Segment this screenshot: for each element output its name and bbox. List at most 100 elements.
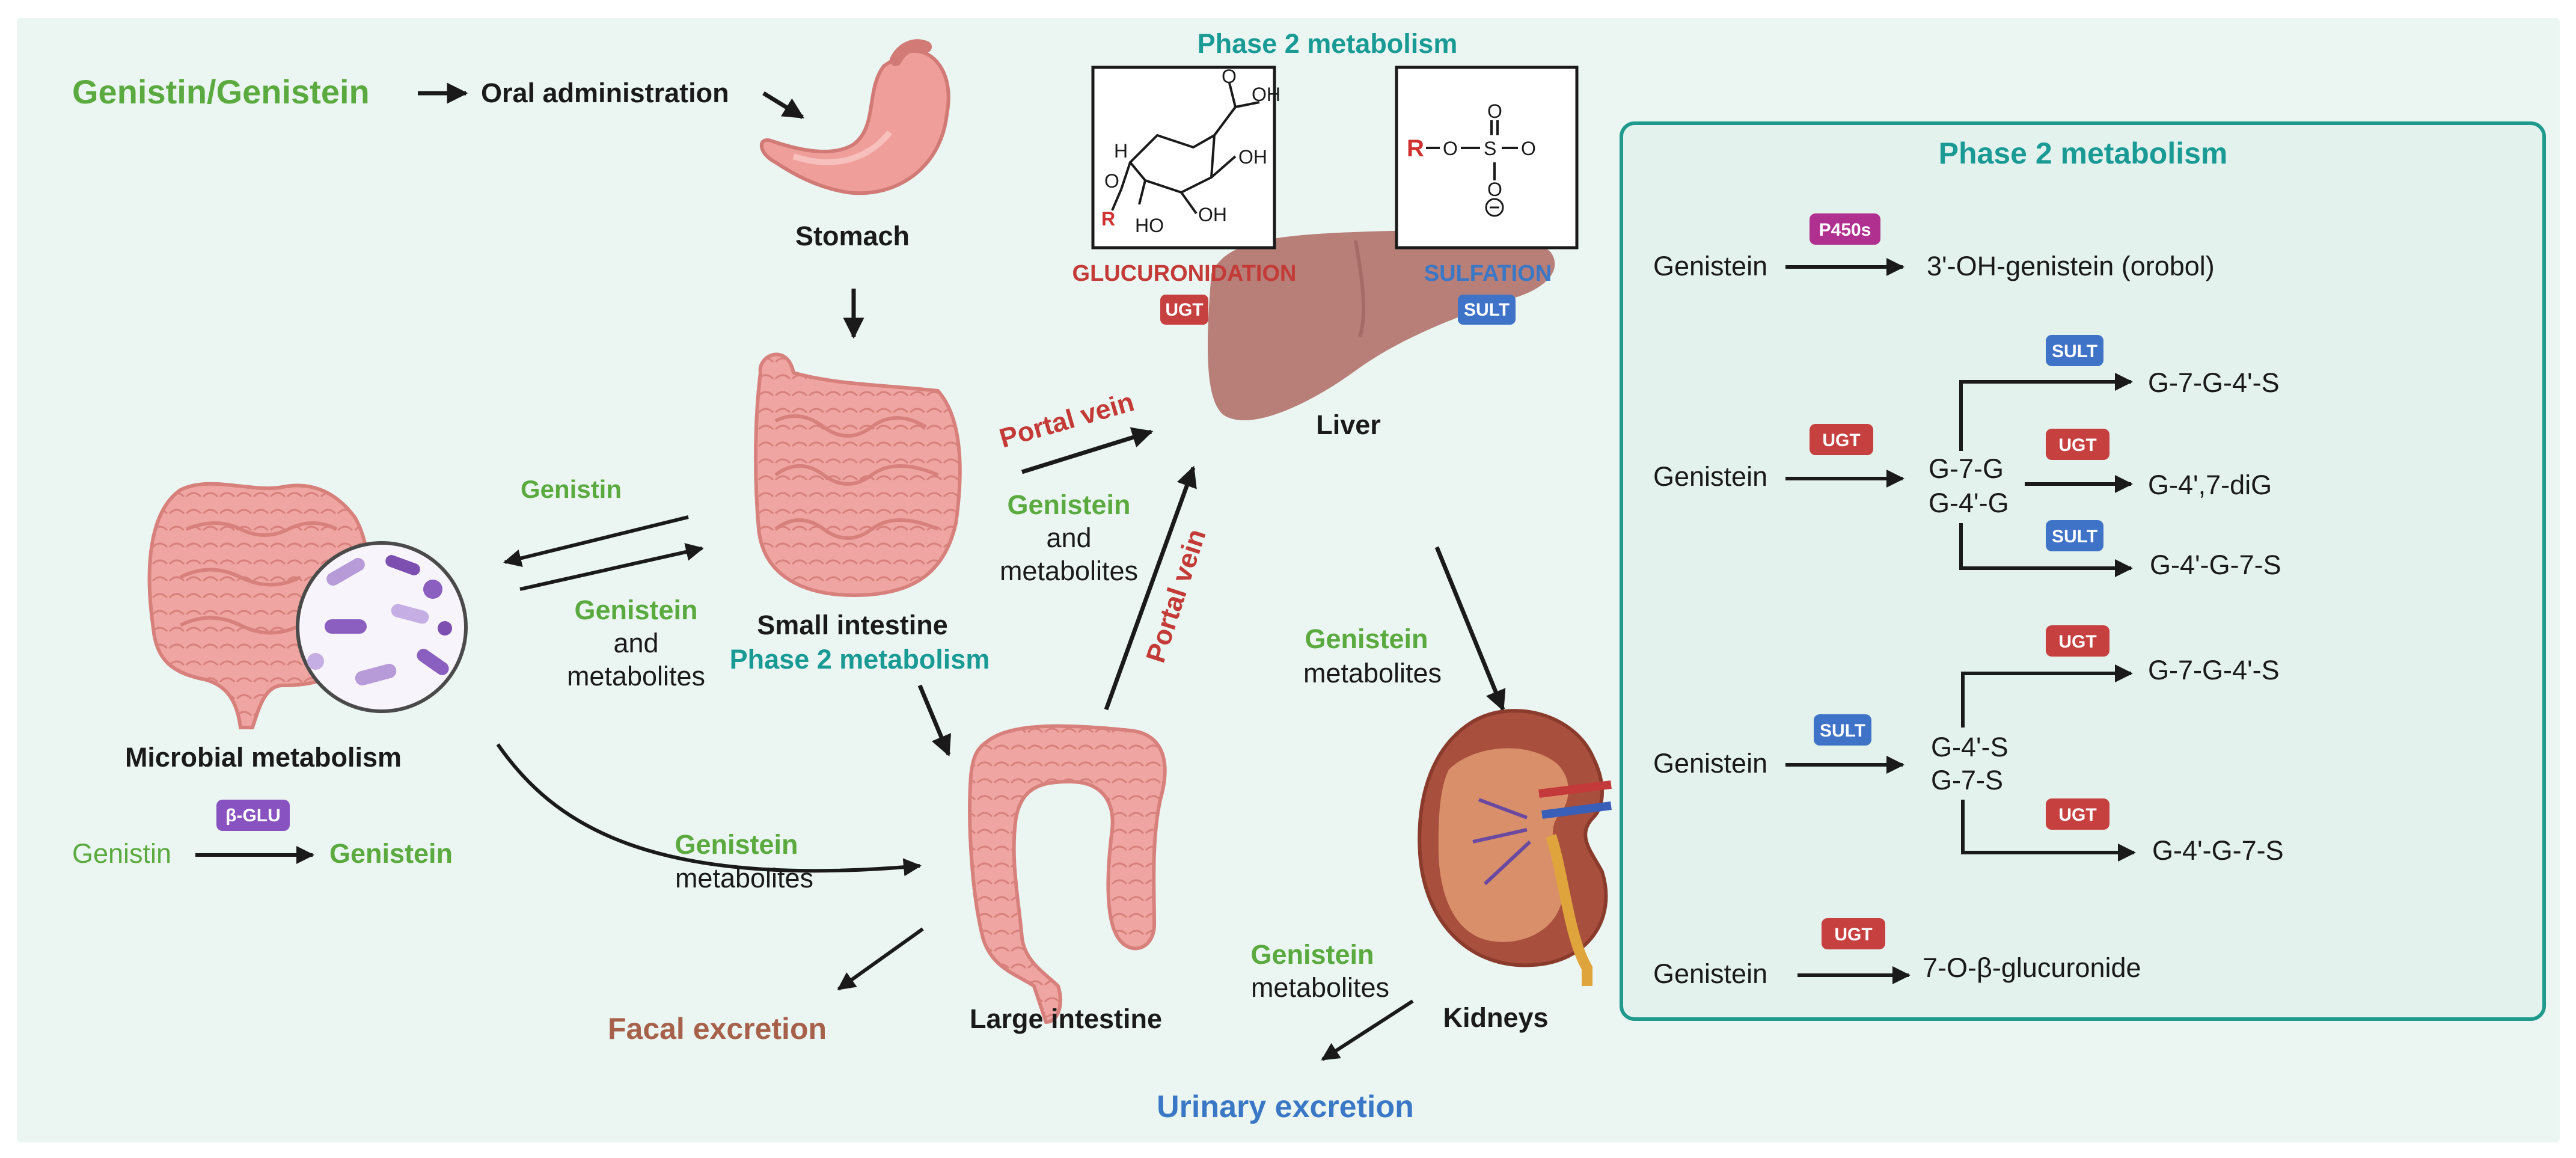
p450-badge-text: P450s: [1819, 220, 1871, 240]
sulf-charge: [1485, 198, 1504, 217]
compound-title: Genistin/Genistein: [72, 73, 370, 111]
oral-label: Oral administration: [481, 78, 729, 108]
r2-branch-up: [1959, 373, 2133, 451]
liver-sult-badge-text: SULT: [1464, 300, 1510, 320]
sulfation-label: SULFATION: [1424, 261, 1552, 286]
gluc-oh-1: OH: [1252, 84, 1280, 105]
mb-metabolites-label: metabolites: [567, 661, 705, 691]
liver-illustration: [1208, 230, 1555, 421]
panel-reaction-2: UGT Genistein G-7-G G-4'-G SULT G-7-G-4'…: [1653, 335, 2281, 580]
r2-b2-product: G-4',7-diG: [2148, 470, 2272, 500]
small-intestine-phase2-label: Phase 2 metabolism: [730, 644, 990, 675]
si-liver-metabolites: metabolites: [1000, 556, 1138, 586]
arrow-microbial-to-li: [496, 743, 922, 877]
mb-and-label: and: [613, 628, 658, 658]
r2-branch-down: [1959, 523, 2133, 577]
r2-b1-badge-text: SULT: [2052, 342, 2097, 361]
bglu-badge: [216, 800, 290, 831]
r3-b2-badge: [2046, 798, 2109, 830]
r2-b2-badge-text: UGT: [2058, 435, 2096, 455]
r2-b3-product: G-4'-G-7-S: [2150, 550, 2281, 580]
gluc-oh-3: OH: [1198, 204, 1227, 225]
arrow-si-to-li: [917, 684, 952, 757]
r3-b2-badge-text: UGT: [2058, 805, 2096, 825]
sulfate-structure: [1426, 120, 1518, 180]
sulf-o-3: O: [1521, 138, 1536, 159]
arrow-si-to-microbial: [503, 515, 689, 568]
stomach-illustration: [759, 39, 950, 195]
sulf-o-1: O: [1443, 138, 1458, 159]
panel-reaction-1: P450s Genistein 3'-OH-genistein (orobol): [1653, 213, 2215, 281]
arrow-to-stomach: [762, 91, 804, 119]
gluc-o-2: O: [1104, 170, 1119, 192]
ku-genistein-label: Genistein: [1250, 939, 1374, 970]
microbial-label: Microbial metabolism: [125, 742, 402, 773]
arrow-li-to-liver: [1104, 465, 1197, 711]
liver-label: Liver: [1316, 409, 1381, 440]
r2-ugt-badge-text: UGT: [1822, 430, 1860, 450]
mb-genistein-label: Genistein: [574, 595, 697, 625]
r3-b1-badge: [2046, 625, 2109, 657]
liver-ugt-badge-text: UGT: [1165, 300, 1203, 320]
mli-genistein-label: Genistein: [675, 829, 798, 860]
small-intestine-label: Small intestine: [757, 610, 948, 640]
panel-reaction-3: SULT Genistein G-4'-S G-7-S UGT G-7-G-4'…: [1653, 625, 2284, 866]
kidney-illustration: [1418, 709, 1612, 986]
microbial-product: Genistein: [329, 838, 453, 869]
mli-metabolites-label: metabolites: [675, 863, 813, 893]
sulf-o-2: O: [1487, 100, 1502, 122]
microbial-substrate: Genistin: [72, 838, 171, 869]
panel-title: Phase 2 metabolism: [1939, 136, 2228, 170]
ku-metabolites-label: metabolites: [1251, 972, 1389, 1003]
r1-product: 3'-OH-genistein (orobol): [1927, 251, 2215, 281]
glucuronide-structure: [1111, 82, 1260, 215]
r4-ugt-badge: [1822, 918, 1885, 949]
faecal-excretion-label: Facal excretion: [608, 1012, 827, 1046]
arrow-si-to-liver: [1021, 427, 1154, 474]
gluc-ho: HO: [1135, 215, 1164, 236]
r2-b1-product: G-7-G-4'-S: [2148, 367, 2280, 398]
r2-intermediate-2: G-4'-G: [1929, 488, 2009, 518]
panel-reaction-4: UGT Genistein 7-O-β-glucuronide: [1653, 918, 2141, 989]
arrow-liver-to-kidneys: [1434, 546, 1506, 712]
r3-branch-down: [1961, 800, 2136, 862]
r4-ugt-badge-text: UGT: [1834, 925, 1872, 945]
r2-ugt-badge: [1810, 424, 1873, 455]
sulf-o-4: O: [1487, 179, 1502, 200]
glucuronidation-label: GLUCURONIDATION: [1072, 261, 1297, 286]
mb-genistin-label: Genistin: [521, 475, 622, 503]
r1-substrate: Genistein: [1653, 251, 1767, 281]
gluc-o-1: O: [1222, 66, 1237, 87]
r2-b3-badge: [2046, 520, 2103, 551]
sulf-r: R: [1407, 135, 1424, 162]
r3-intermediate-2: G-7-S: [1931, 765, 2003, 795]
r3-branch-up: [1961, 664, 2133, 728]
liver-sult-badge: [1458, 295, 1516, 325]
gluc-oh-2: OH: [1238, 146, 1267, 168]
r3-sult-badge-text: SULT: [1820, 721, 1865, 741]
r2-b3-badge-text: SULT: [2052, 527, 2097, 547]
large-intestine-label: Large intestine: [970, 1003, 1162, 1034]
r3-substrate: Genistein: [1653, 748, 1767, 779]
r3-intermediate-1: G-4'-S: [1931, 732, 2008, 762]
liver-phase2-title: Phase 2 metabolism: [1198, 28, 1458, 59]
kidneys-label: Kidneys: [1443, 1002, 1548, 1033]
r3-b2-product: G-4'-G-7-S: [2152, 835, 2284, 866]
sulfate-structure-box: [1395, 66, 1579, 250]
phase2-panel: [1620, 121, 2546, 1021]
si-liver-genistein: Genistein: [1007, 489, 1130, 520]
lk-metabolites-label: metabolites: [1303, 658, 1442, 688]
r4-product: 7-O-β-glucuronide: [1923, 952, 2141, 983]
r3-b1-product: G-7-G-4'-S: [2148, 655, 2280, 685]
sulf-s: S: [1484, 138, 1496, 159]
bglu-badge-text: β-GLU: [225, 806, 281, 826]
stomach-label: Stomach: [795, 221, 910, 251]
gluc-r: R: [1101, 208, 1115, 230]
lk-genistein-label: Genistein: [1305, 623, 1428, 654]
gluc-h: H: [1114, 140, 1128, 162]
r3-b1-badge-text: UGT: [2058, 632, 2096, 652]
small-intestine-illustration: [754, 352, 962, 598]
p450-badge: [1810, 213, 1880, 245]
urinary-excretion-label: Urinary excretion: [1157, 1089, 1414, 1124]
